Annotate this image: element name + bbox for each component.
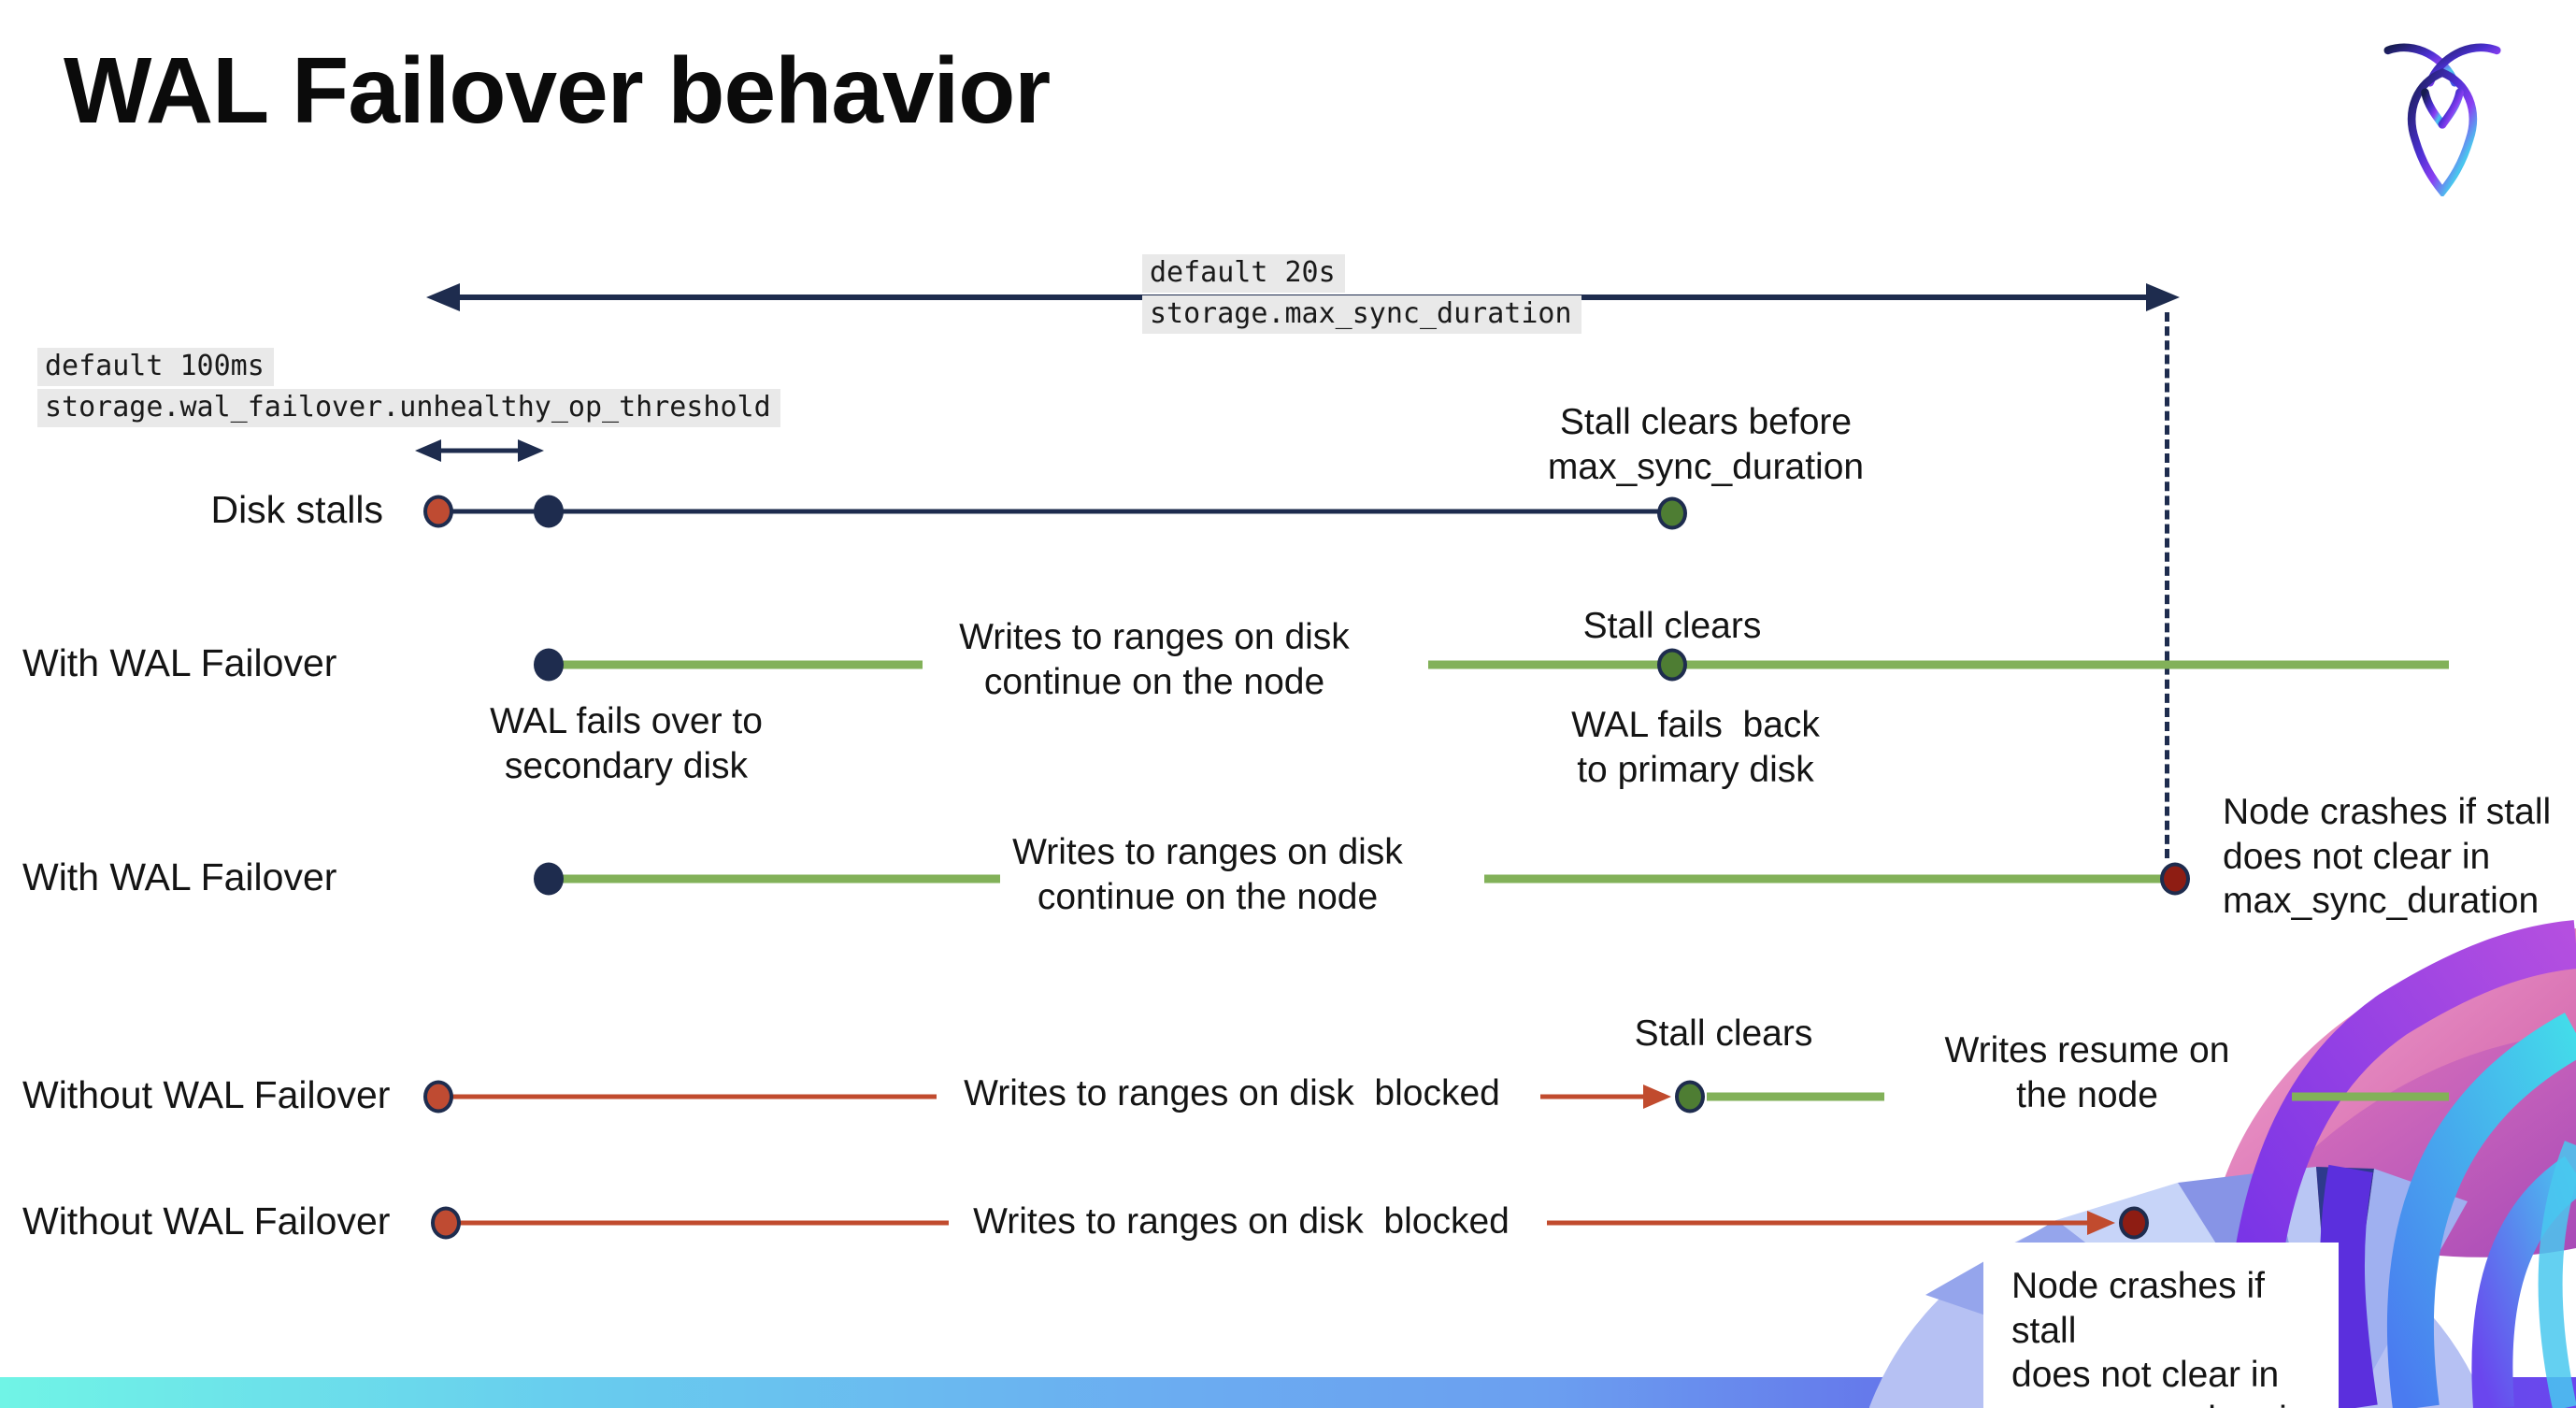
max-sync-callout: default 20s storage.max_sync_duration xyxy=(1142,254,1581,337)
disk-stalls-timeline xyxy=(438,509,1672,514)
without-wal-2-stall-dot xyxy=(431,1206,461,1240)
without-wal-2-crash-dot xyxy=(2119,1206,2149,1240)
with-wal-1-green-segment-b xyxy=(1428,660,2449,669)
failover-threshold-dot xyxy=(534,495,564,528)
note-writes-continue-1: Writes to ranges on disk continue on the… xyxy=(959,617,1350,702)
with-wal-2-crash-dot xyxy=(2160,862,2190,896)
note-wal-fails-back: WAL fails back to primary disk xyxy=(1571,705,1820,790)
without-wal-2-red-arrow-head-icon xyxy=(2087,1211,2115,1235)
cockroachdb-logo-icon xyxy=(2383,43,2501,196)
node-crashes-callout-box xyxy=(1983,1243,2339,1408)
row-label-without-wal-failover-1: Without WAL Failover xyxy=(22,1073,391,1116)
note-stall-clears-2: Stall clears xyxy=(1634,1013,1813,1054)
unhealthy-op-default-value: default 100ms xyxy=(37,348,274,386)
unhealthy-op-callout: default 100ms storage.wal_failover.unhea… xyxy=(37,348,780,430)
without-wal-1-red-segment-b xyxy=(1540,1094,1645,1099)
row-label-disk-stalls: Disk stalls xyxy=(210,488,383,531)
without-wal-1-green-segment-b xyxy=(2292,1092,2449,1101)
note-node-crashes-4: Node crashes if stall does not clear in … xyxy=(2011,1266,2327,1408)
note-writes-resume: Writes resume on the node xyxy=(1944,1030,2230,1115)
with-wal-1-failover-dot xyxy=(534,648,564,682)
note-writes-blocked-2: Writes to ranges on disk blocked xyxy=(973,1201,1510,1242)
max-sync-deadline-dashed-line xyxy=(2165,312,2169,858)
without-wal-1-stall-dot xyxy=(423,1080,453,1113)
with-wal-2-failover-dot xyxy=(534,862,564,896)
without-wal-1-green-segment-a xyxy=(1707,1092,1884,1101)
max-sync-setting-name: storage.max_sync_duration xyxy=(1142,295,1581,334)
disk-stall-start-dot xyxy=(423,495,453,528)
without-wal-1-stall-clears-dot xyxy=(1675,1080,1705,1113)
with-wal-1-stall-clears-dot xyxy=(1657,648,1687,682)
unhealthy-op-arrow-shaft xyxy=(437,448,522,453)
max-sync-arrow-left-head-icon xyxy=(426,283,460,311)
without-wal-2-red-segment-b xyxy=(1547,1220,2089,1226)
max-sync-arrow-right-head-icon xyxy=(2146,283,2180,311)
note-writes-blocked-1: Writes to ranges on disk blocked xyxy=(964,1073,1500,1113)
row-label-with-wal-failover-1: With WAL Failover xyxy=(22,641,337,684)
with-wal-2-green-segment-b xyxy=(1484,874,2164,884)
note-stall-clears-1: Stall clears xyxy=(1582,606,1762,646)
unhealthy-op-setting-name: storage.wal_failover.unhealthy_op_thresh… xyxy=(37,389,780,427)
note-writes-continue-2: Writes to ranges on disk continue on the… xyxy=(1012,832,1403,917)
max-sync-default-value: default 20s xyxy=(1142,254,1345,293)
without-wal-1-red-arrow-head-icon xyxy=(1643,1085,1671,1109)
page-title: WAL Failover behavior xyxy=(64,38,1051,143)
unhealthy-op-arrow-right-head-icon xyxy=(518,439,544,462)
note-node-crashes-2: Node crashes if stall does not clear in … xyxy=(2223,792,2552,922)
with-wal-1-green-segment-a xyxy=(553,660,923,669)
unhealthy-op-arrow-left-head-icon xyxy=(415,439,441,462)
row-label-with-wal-failover-2: With WAL Failover xyxy=(22,855,337,898)
note-wal-fails-over: WAL fails over to secondary disk xyxy=(490,701,763,786)
stall-clears-dot xyxy=(1657,496,1687,530)
with-wal-2-green-segment-a xyxy=(553,874,1000,884)
row-label-without-wal-failover-2: Without WAL Failover xyxy=(22,1200,391,1243)
without-wal-2-red-segment-a xyxy=(456,1220,949,1226)
without-wal-1-red-segment-a xyxy=(449,1094,937,1099)
note-stall-clears-before: Stall clears before max_sync_duration xyxy=(1547,402,1865,487)
